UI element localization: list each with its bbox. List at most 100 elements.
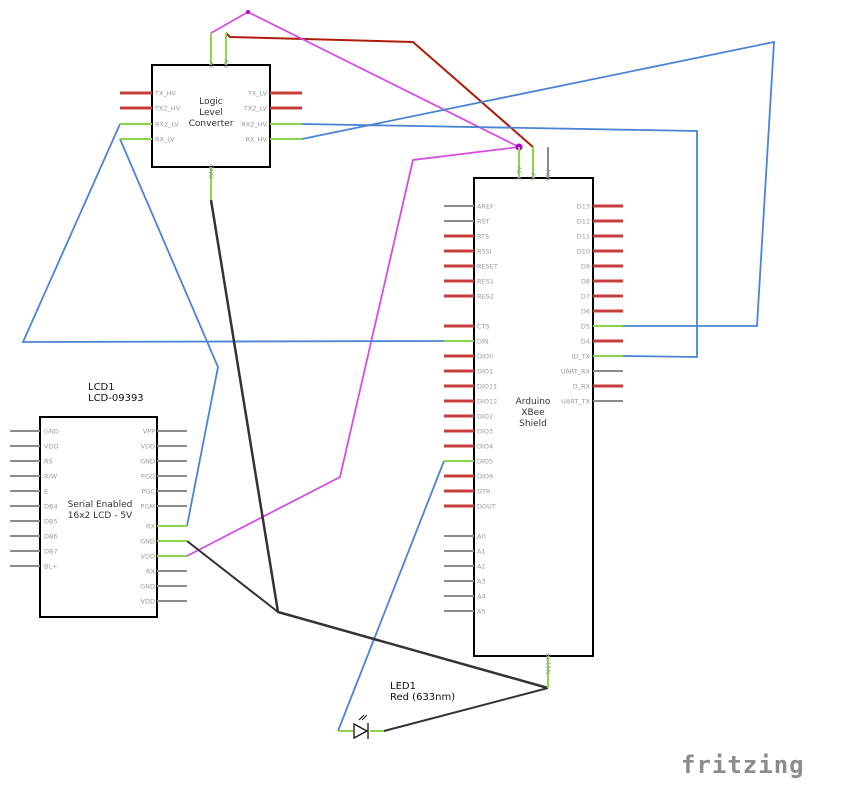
pin-tx-lv[interactable]: TX_LV bbox=[247, 90, 302, 98]
lcd-title: Serial Enabled bbox=[68, 500, 133, 510]
pin-din[interactable]: DIN bbox=[444, 338, 489, 346]
pin-label: VPP bbox=[143, 428, 155, 436]
pin-cts[interactable]: CTS bbox=[444, 323, 490, 331]
pin-gnd[interactable]: GND bbox=[140, 458, 187, 466]
pin-rx[interactable]: RX bbox=[146, 568, 187, 576]
pin-label: DB4 bbox=[44, 503, 58, 511]
pin-bl-[interactable]: BL+ bbox=[10, 563, 58, 571]
pin-reset[interactable]: RESET bbox=[444, 263, 498, 271]
pin-label: DIO2 bbox=[477, 413, 493, 421]
pin-label: VIN bbox=[545, 170, 553, 181]
wire-5v[interactable] bbox=[225, 32, 534, 148]
pin-dio9[interactable]: DIO9 bbox=[444, 473, 493, 481]
pin-rst[interactable]: RST bbox=[444, 218, 490, 226]
pin-n-138[interactable]: N$138 bbox=[545, 653, 553, 688]
pin-aref[interactable]: AREF bbox=[444, 203, 494, 211]
pin-label: A3 bbox=[477, 578, 486, 586]
pin-rs[interactable]: RS bbox=[10, 458, 53, 466]
wire-gnd-lcd[interactable] bbox=[186, 540, 279, 613]
pin-gnd[interactable]: GND bbox=[10, 428, 59, 436]
pin-id-tx[interactable]: ID_TX bbox=[571, 353, 623, 361]
pin-dout[interactable]: DOUT bbox=[444, 503, 496, 511]
pin-d5[interactable]: D5 bbox=[581, 323, 623, 331]
pin-dio5[interactable]: DIO5 bbox=[444, 458, 493, 466]
pin-res1[interactable]: RES1 bbox=[444, 278, 494, 286]
pin-vdd[interactable]: VDD bbox=[141, 443, 187, 451]
pin-label: HV bbox=[223, 58, 231, 68]
pin-gnd[interactable]: GND bbox=[140, 583, 187, 591]
pin-tx-hv[interactable]: TX_HV bbox=[120, 90, 177, 98]
pin-a2[interactable]: A2 bbox=[444, 563, 486, 571]
pin-d13[interactable]: D13 bbox=[577, 203, 623, 211]
pin-d-rx[interactable]: D_RX bbox=[573, 383, 623, 391]
wire-rxlv-lcd-rx[interactable] bbox=[119, 138, 219, 527]
pin-gnd[interactable]: GND bbox=[140, 538, 187, 546]
wire-rx2hv-idtx[interactable] bbox=[301, 123, 698, 358]
pin-pgd[interactable]: PGD bbox=[141, 473, 187, 481]
pin-label: GND bbox=[208, 164, 216, 179]
pin-res2[interactable]: RES2 bbox=[444, 293, 494, 301]
pin-dtr[interactable]: DTR bbox=[444, 488, 491, 496]
pin-vdd[interactable]: VDD bbox=[141, 598, 187, 606]
pin-uart-rx[interactable]: UART_RX bbox=[561, 368, 623, 376]
led-symbol[interactable] bbox=[338, 714, 384, 740]
pin-d12[interactable]: D12 bbox=[577, 218, 623, 226]
pin-rx-hv[interactable]: RX_HV bbox=[245, 136, 302, 144]
pin-r-w[interactable]: R/W bbox=[10, 473, 58, 481]
pin-rx-lv[interactable]: RX_LV bbox=[120, 136, 175, 144]
serial-lcd[interactable] bbox=[39, 416, 158, 618]
pin-d6[interactable]: D6 bbox=[581, 308, 623, 316]
pin-db7[interactable]: DB7 bbox=[10, 548, 58, 556]
pin-vpp[interactable]: VPP bbox=[143, 428, 187, 436]
pin-rx[interactable]: RX bbox=[146, 523, 187, 531]
pin-uart-tx[interactable]: UART_TX bbox=[561, 398, 623, 406]
pin-a5[interactable]: A5 bbox=[444, 608, 486, 616]
wire-led-gnd[interactable] bbox=[383, 687, 549, 732]
pin-hv[interactable]: HV bbox=[223, 33, 231, 68]
pin-dio1[interactable]: DIO1 bbox=[444, 368, 493, 376]
pin-rx2-hv[interactable]: RX2_HV bbox=[241, 121, 302, 129]
pin-dio2[interactable]: DIO2 bbox=[444, 413, 493, 421]
pin-d7[interactable]: D7 bbox=[581, 293, 623, 301]
pin-d11[interactable]: D11 bbox=[577, 233, 623, 241]
pin-lv[interactable]: LV bbox=[208, 33, 216, 68]
pin-a1[interactable]: A1 bbox=[444, 548, 486, 556]
pin-tx2-hv[interactable]: TX2_HV bbox=[120, 105, 181, 113]
pin-vdd[interactable]: VDD bbox=[141, 553, 187, 561]
pin-d8[interactable]: D8 bbox=[581, 278, 623, 286]
pin-5v[interactable]: 5V bbox=[530, 147, 538, 181]
pin-dio0[interactable]: DIO0 bbox=[444, 353, 493, 361]
pin-vdd[interactable]: VDD bbox=[10, 443, 58, 451]
converter-title: Level bbox=[199, 108, 223, 118]
logic-level-converter[interactable] bbox=[151, 64, 271, 168]
pin-db4[interactable]: DB4 bbox=[10, 503, 58, 511]
pin-pgm[interactable]: PGM bbox=[140, 503, 187, 511]
arduino-xbee-shield[interactable] bbox=[473, 177, 594, 657]
pin-tx2-lv[interactable]: TX2_LV bbox=[243, 105, 302, 113]
pin-db5[interactable]: DB5 bbox=[10, 518, 58, 526]
pin-a0[interactable]: A0 bbox=[444, 533, 486, 541]
pin-dio12[interactable]: DIO12 bbox=[444, 398, 497, 406]
pin-gnd[interactable]: GND bbox=[208, 164, 216, 200]
pin-rts[interactable]: RTS bbox=[444, 233, 489, 241]
pin-label: D7 bbox=[581, 293, 590, 301]
pin-rssi[interactable]: RSSI bbox=[444, 248, 492, 256]
pin-d4[interactable]: D4 bbox=[581, 338, 623, 346]
pin-a3[interactable]: A3 bbox=[444, 578, 486, 586]
pin-dio11[interactable]: DIO11 bbox=[444, 383, 497, 391]
pin-vin[interactable]: VIN bbox=[545, 147, 553, 181]
pin-pgc[interactable]: PGC bbox=[142, 488, 188, 496]
pin-e[interactable]: E bbox=[10, 488, 48, 496]
pin-a4[interactable]: A4 bbox=[444, 593, 486, 601]
wire-dio5-led[interactable] bbox=[337, 460, 445, 732]
pin-dio3[interactable]: DIO3 bbox=[444, 428, 493, 436]
pin-3-3v[interactable]: 3.3V bbox=[516, 147, 524, 181]
pin-d9[interactable]: D9 bbox=[581, 263, 623, 271]
pin-rx2-lv[interactable]: RX2_LV bbox=[120, 121, 179, 129]
wire-rx2lv-din[interactable] bbox=[21, 123, 445, 343]
pin-db6[interactable]: DB6 bbox=[10, 533, 58, 541]
pin-d10[interactable]: D10 bbox=[577, 248, 623, 256]
wire-rxhv-d5[interactable] bbox=[301, 40, 775, 327]
pin-dio4[interactable]: DIO4 bbox=[444, 443, 493, 451]
